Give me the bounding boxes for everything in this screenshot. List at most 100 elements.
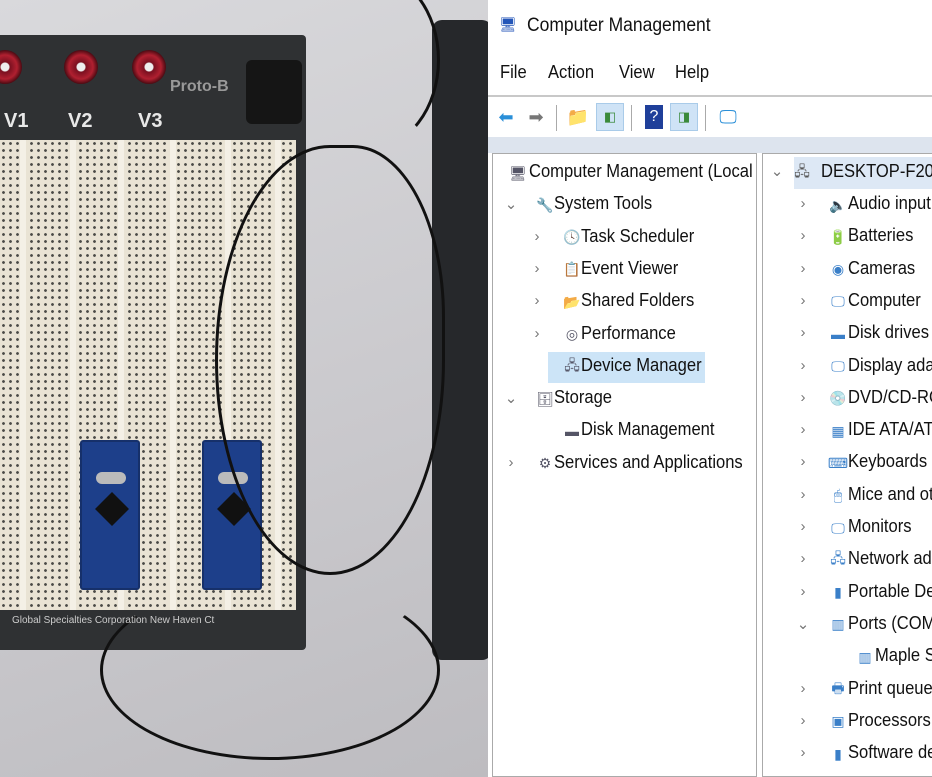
chevron-down-icon[interactable]: ⌄ [504,196,518,214]
board-footer-label: Global Specialties Corporation New Haven… [12,615,215,626]
menu-file[interactable]: File [500,62,527,82]
tree-item-services-and-applications[interactable]: Services and Applications [554,451,743,472]
speaker-icon: 🔈 [829,196,847,213]
chevron-right-icon[interactable]: › [800,679,806,697]
shared-folder-icon: 📂 [563,293,581,310]
device-category[interactable]: Software de [848,742,932,763]
chevron-right-icon[interactable]: › [800,518,806,535]
chevron-right-icon[interactable]: › [800,582,806,600]
chevron-right-icon[interactable]: › [800,550,806,568]
chevron-right-icon[interactable]: › [800,324,806,342]
chevron-right-icon[interactable]: › [800,195,806,212]
device-category[interactable]: Processors [848,709,931,730]
chevron-right-icon[interactable]: › [800,291,806,309]
chevron-right-icon[interactable]: › [800,744,806,762]
show-hide-console-tree-icon[interactable]: ◧ [596,103,624,131]
monitor-icon: 🖵 [831,293,845,310]
keyboard-icon: ⌨ [827,454,849,471]
services-icon: ⚙ [538,455,552,472]
device-category[interactable]: Mice and ot [848,483,932,504]
chevron-down-icon[interactable]: ⌄ [504,390,518,408]
device-category[interactable]: Cameras [848,257,916,278]
device-category[interactable]: Display ada [848,354,932,375]
device-category[interactable]: Maple S [875,645,932,666]
usb-cable [215,145,445,575]
device-category[interactable]: DVD/CD-RO [848,386,932,407]
device-category[interactable]: Audio input [848,193,931,213]
tree-item-system-tools[interactable]: System Tools [554,193,653,214]
camera-icon: ◉ [831,261,845,278]
console-tree-pane [492,153,757,777]
device-category[interactable]: IDE ATA/ATA [848,419,932,440]
chevron-right-icon[interactable]: › [800,453,806,471]
knob [246,60,302,124]
processor-icon: ▣ [831,713,845,730]
computer-management-icon: 🖥 [499,15,517,32]
device-category[interactable]: Network ad [848,548,932,569]
chevron-right-icon[interactable]: › [534,324,540,342]
chevron-right-icon[interactable]: › [534,259,540,277]
window-title: Computer Management [527,15,711,36]
computer-management-icon: 🖥 [509,164,527,181]
device-tree-root[interactable]: DESKTOP-F20U [821,161,932,181]
chevron-right-icon[interactable]: › [534,227,540,245]
printer-icon: 🖶 [831,679,845,696]
chevron-right-icon[interactable]: › [508,453,514,471]
chevron-right-icon[interactable]: › [800,711,806,729]
mouse-icon: 🖱 [833,487,843,504]
breadboard-photo: V1 V2 V3 Proto-B Global Specialties Corp… [0,0,488,777]
computer-icon[interactable]: 🖵 [719,106,737,127]
chevron-right-icon[interactable]: › [534,292,540,310]
chevron-right-icon[interactable]: › [800,421,806,439]
toolbar: ⬅ ➡ 📁 ◧ ? ◨ 🖵 [488,95,932,137]
device-category[interactable]: Print queue [848,677,932,698]
tree-item-task-scheduler[interactable]: Task Scheduler [581,225,695,246]
chevron-down-icon[interactable]: ⌄ [770,163,784,180]
chevron-right-icon[interactable]: › [800,259,806,277]
tree-item-computer-management-local[interactable]: Computer Management (Local [529,161,753,181]
tree-item-device-manager[interactable]: Device Manager [581,354,702,375]
portable-device-icon: ▮ [834,584,842,601]
help-icon[interactable]: ? [645,105,663,129]
disk-management-icon: ▬ [565,423,579,440]
brand-label: Proto-B [170,78,229,95]
menu-view[interactable]: View [619,62,655,82]
computer-icon: 🖧 [794,163,810,179]
ide-controller-icon: ▦ [831,422,845,439]
device-category[interactable]: Keyboards [848,451,928,472]
chevron-down-icon[interactable]: ⌄ [796,615,810,633]
stm32-board [80,440,140,590]
device-category[interactable]: Batteries [848,225,914,246]
device-category[interactable]: Computer [848,289,921,310]
tree-item-storage[interactable]: Storage [554,387,613,408]
back-arrow-icon[interactable]: ⬅ [498,106,514,127]
chevron-right-icon[interactable]: › [800,227,806,245]
network-icon: 🖧 [830,550,846,567]
tree-item-event-viewer[interactable]: Event Viewer [581,257,679,278]
up-folder-icon[interactable]: 📁 [566,106,590,127]
tree-item-shared-folders[interactable]: Shared Folders [581,290,695,311]
menu-help[interactable]: Help [675,62,710,82]
monitor-icon: 🖵 [831,519,845,536]
show-hide-action-pane-icon[interactable]: ◨ [670,103,698,131]
post-label: V3 [138,110,163,132]
tree-item-disk-management[interactable]: Disk Management [581,419,715,440]
binding-post [64,50,98,84]
menu-action[interactable]: Action [548,62,595,82]
port-icon: ▥ [858,648,872,665]
post-label: V2 [68,110,93,132]
power-cable [300,0,440,150]
device-manager-icon: 🖧 [564,356,580,373]
device-category[interactable]: Monitors [848,516,912,536]
chevron-right-icon[interactable]: › [800,388,806,406]
forward-arrow-icon[interactable]: ➡ [528,106,544,127]
tree-item-performance[interactable]: Performance [581,322,676,343]
tools-icon: 🔧 [536,196,554,213]
device-category[interactable]: Disk drives [848,322,929,343]
device-category[interactable]: Portable De [848,580,932,601]
device-category[interactable]: Ports (COM [848,612,932,633]
device-tree-pane [762,153,932,777]
chevron-right-icon[interactable]: › [800,485,806,503]
disk-drive-icon: ▬ [831,326,845,343]
chevron-right-icon[interactable]: › [800,356,806,374]
